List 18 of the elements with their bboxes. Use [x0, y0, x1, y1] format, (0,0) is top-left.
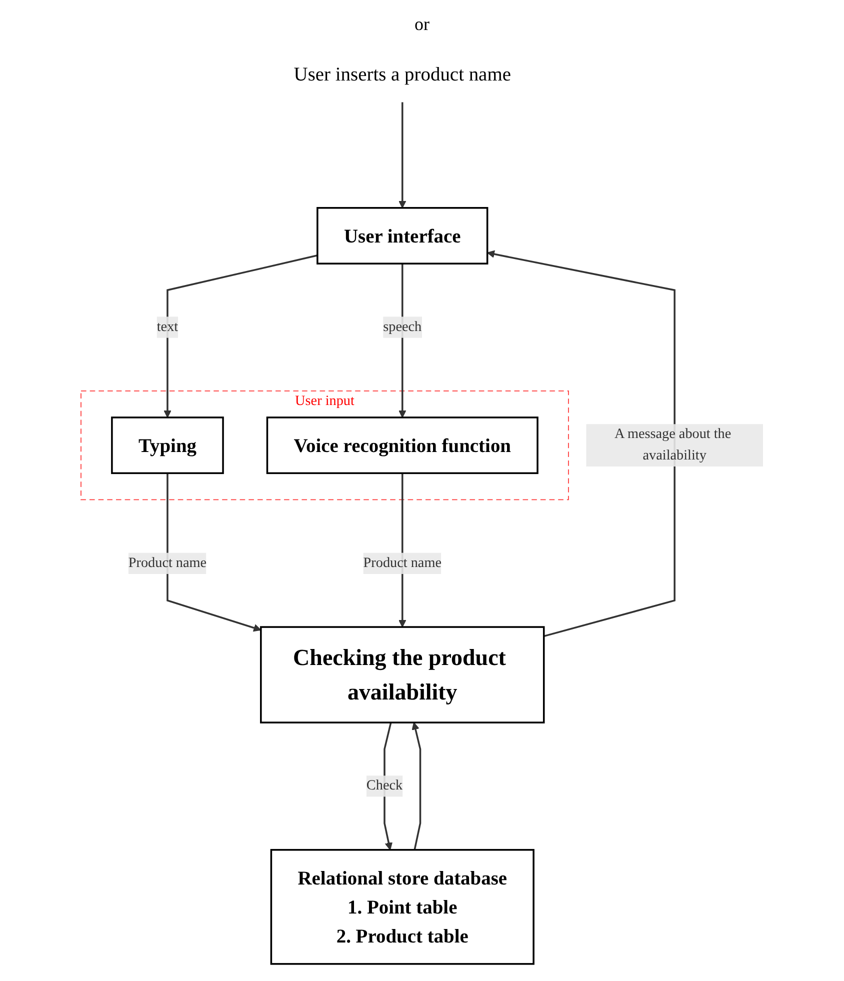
arrow: [166, 473, 262, 632]
edge-label: Product name: [363, 555, 442, 570]
node-box: User interface: [316, 207, 488, 264]
arrow: [398, 102, 406, 208]
node-box: Voice recognition function: [266, 416, 538, 474]
edge-label: speech: [383, 319, 422, 334]
arrow: [412, 722, 422, 850]
note-text: or: [414, 14, 430, 34]
arrow: [486, 250, 676, 638]
node-box: Relational store database 1. Point table 2. Product table: [270, 848, 534, 965]
arrow: [164, 254, 318, 418]
edge-label: text: [156, 319, 178, 334]
edge-label: Check: [366, 778, 403, 794]
edge-label: A message about the availability: [614, 426, 732, 463]
node-box: Typing: [111, 416, 224, 474]
node-box: Checking the product availability: [260, 626, 545, 724]
edge-label: Product name: [128, 555, 207, 570]
node-text: User inserts a product name: [294, 62, 511, 85]
